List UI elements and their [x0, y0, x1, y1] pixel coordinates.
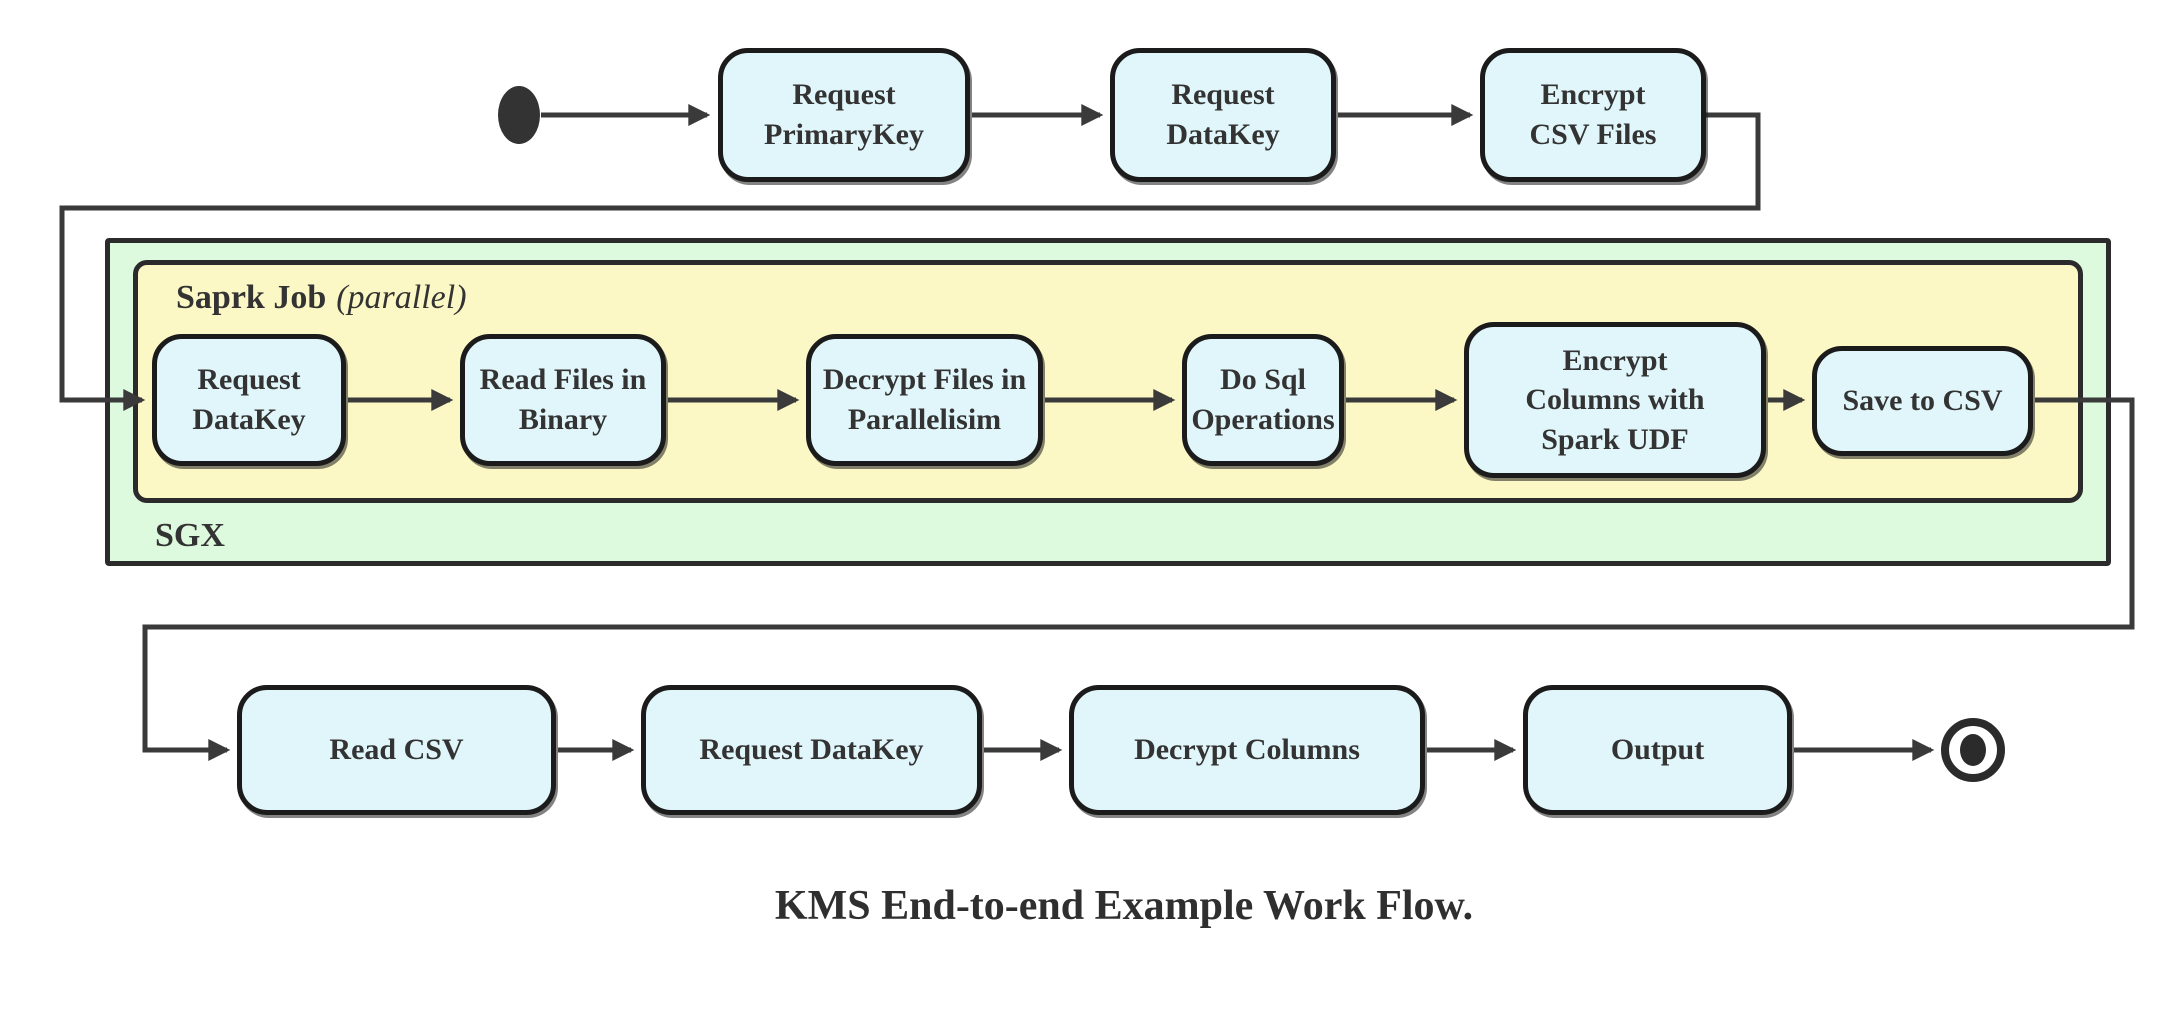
sgx-container-label: SGX: [155, 517, 225, 554]
node-encrypt-columns-with-spark-udf: Encrypt Columns with Spark UDF: [1464, 322, 1766, 478]
node-encrypt-csv-files: Encrypt CSV Files: [1480, 48, 1706, 182]
node-decrypt-files-in-parallelisim: Decrypt Files in Parallelisim: [806, 334, 1043, 466]
node-sgx-request-datakey: Request DataKey: [152, 334, 346, 466]
node-save-to-csv: Save to CSV: [1812, 346, 2033, 456]
node-request-datakey-top: Request DataKey: [1110, 48, 1336, 182]
node-read-files-in-binary: Read Files in Binary: [460, 334, 666, 466]
final-state-icon: [1941, 718, 2005, 782]
node-decrypt-columns: Decrypt Columns: [1069, 685, 1425, 815]
diagram-caption: KMS End-to-end Example Work Flow.: [774, 883, 1474, 929]
node-output: Output: [1523, 685, 1792, 815]
final-state-inner-dot: [1960, 734, 1986, 766]
spark-job-container-label: Saprk Job(parallel): [176, 279, 467, 317]
spark-job-label-name: Saprk Job: [176, 279, 327, 316]
node-request-datakey-bottom: Request DataKey: [641, 685, 982, 815]
node-request-primarykey: Request PrimaryKey: [718, 48, 970, 182]
start-state-icon: [498, 86, 540, 144]
spark-job-label-parallel: (parallel): [336, 279, 467, 316]
spark-job-container: Saprk Job(parallel): [133, 260, 2083, 503]
node-do-sql-operations: Do Sql Operations: [1182, 334, 1344, 466]
node-read-csv: Read CSV: [237, 685, 556, 815]
